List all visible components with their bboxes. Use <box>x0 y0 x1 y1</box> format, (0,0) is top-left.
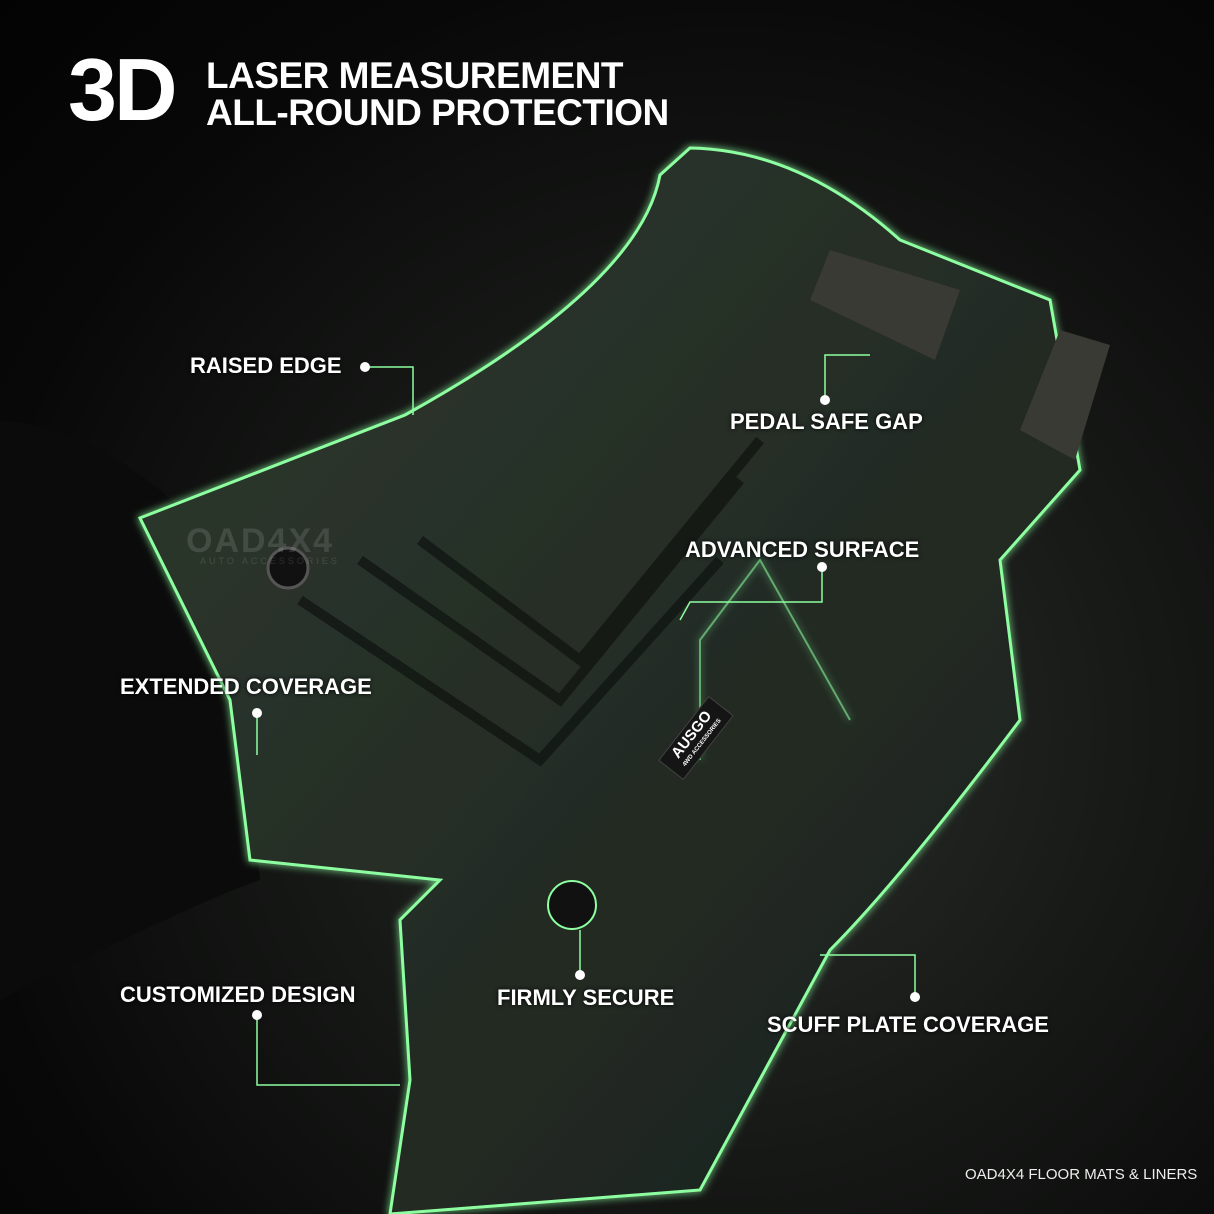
headline-line2: ALL-ROUND PROTECTION <box>206 92 669 133</box>
leader-lines <box>256 354 916 1086</box>
label-extended-coverage: EXTENDED COVERAGE <box>120 674 372 699</box>
watermark-tagline: AUTO ACCESSORIES <box>200 556 340 566</box>
marker-dot <box>360 362 370 372</box>
marker-dot <box>820 395 830 405</box>
pedal-brake <box>810 250 960 360</box>
marker-dot <box>252 708 262 718</box>
marker-dot <box>910 992 920 1002</box>
marker-dot <box>252 1010 262 1020</box>
headline-line1: LASER MEASUREMENT <box>206 55 624 96</box>
retention-clip-top <box>266 546 310 590</box>
label-scuff-plate-coverage: SCUFF PLATE COVERAGE <box>767 1012 1049 1037</box>
label-raised-edge: RAISED EDGE <box>190 353 342 378</box>
pedal-accelerator <box>1020 330 1110 460</box>
footer-caption: OAD4X4 FLOOR MATS & LINERS <box>965 1166 1198 1183</box>
label-customized-design: CUSTOMIZED DESIGN <box>120 982 356 1007</box>
marker-dot <box>575 970 585 980</box>
surface-highlight <box>699 558 851 760</box>
label-firmly-secure: FIRMLY SECURE <box>497 985 675 1010</box>
retention-clip-bottom <box>547 880 597 930</box>
label-pedal-safe-gap: PEDAL SAFE GAP <box>730 409 923 434</box>
mat-ridges <box>297 436 764 767</box>
label-advanced-surface: ADVANCED SURFACE <box>685 537 920 562</box>
headline-3d: 3D <box>68 40 177 139</box>
watermark-brand: OAD4X4 <box>186 522 335 560</box>
marker-dot <box>817 562 827 572</box>
